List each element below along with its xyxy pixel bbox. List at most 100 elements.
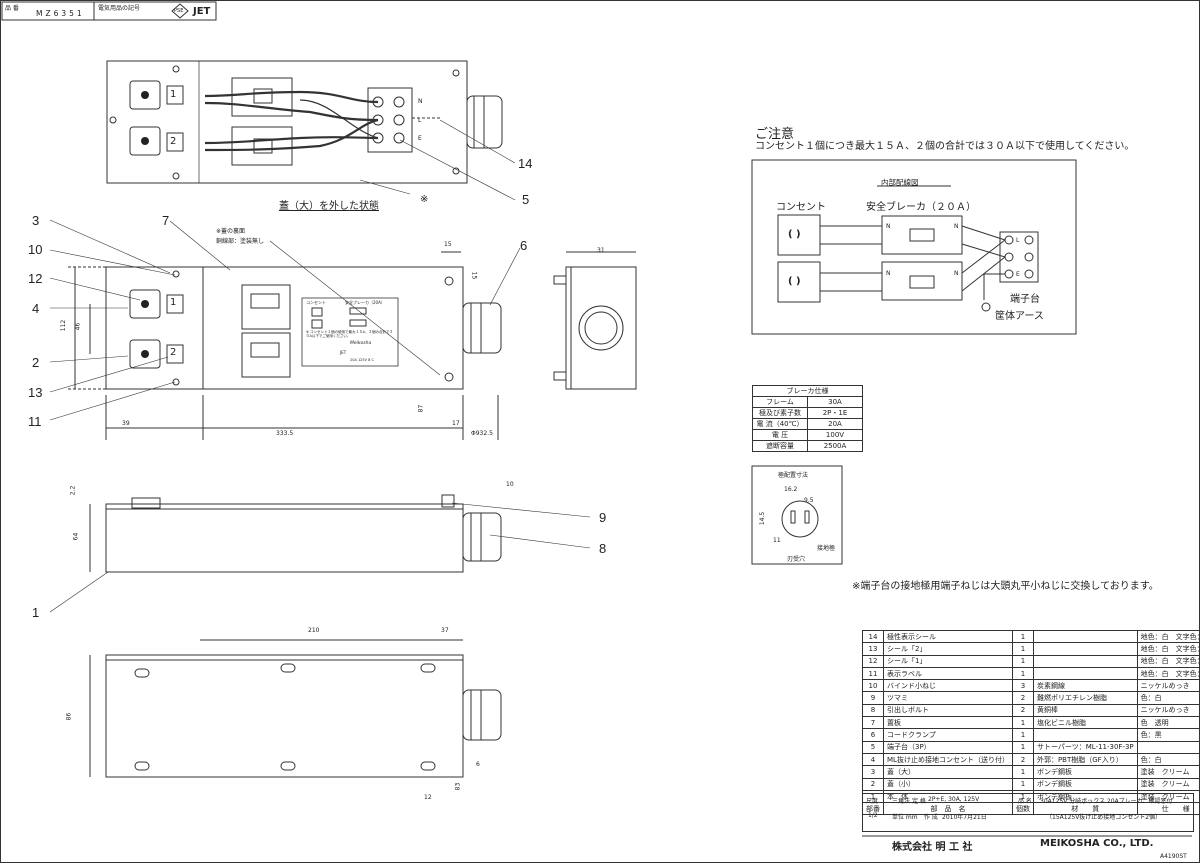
pin-dim-2: 14.5 [759, 511, 767, 526]
side-view [553, 251, 637, 390]
parts-cell-name: シール「1」 [883, 654, 1013, 668]
wiring-title: 内部配線図 [881, 178, 919, 187]
callout-10: 10 [28, 242, 43, 257]
parts-cell-mat: ボンデ鋼板 [1032, 765, 1138, 779]
spec-current-label: 電 流（40℃） [752, 418, 808, 430]
parts-cell-name: シール「2」 [883, 642, 1013, 656]
top-view-caption: 蓋（大）を外した状態 [279, 201, 379, 212]
company-name-en: MEIKOSHA CO., LTD. [1040, 838, 1154, 849]
parts-cell-qty: 1 [1011, 654, 1034, 668]
parts-cell-name: コードクランプ [883, 728, 1013, 742]
parts-cell-qty: 1 [1011, 666, 1034, 681]
front-outlet-label-2: 2 [170, 347, 177, 358]
scale-value: 1/2 [868, 812, 878, 819]
parts-header-no: 部番 [862, 802, 884, 816]
rating-value: 2P+E, 30A, 125V [928, 796, 980, 803]
parts-cell-finish: 地色：白 文字色：黒 [1136, 642, 1200, 656]
spec-frame-label: フレーム [752, 396, 808, 408]
wiring-outlet-glyph-1: ( ) [788, 229, 801, 240]
parts-cell-qty: 2 [1011, 752, 1034, 767]
parts-cell-finish: 塗装 クリーム [1136, 777, 1200, 791]
parts-cell-qty: 1 [1011, 740, 1034, 754]
document-number: A4190ST [1160, 853, 1187, 860]
callout-7: 7 [162, 213, 170, 228]
front-outlet-label-1: 1 [170, 297, 177, 308]
parts-cell-qty: 1 [1011, 629, 1034, 644]
dim-932-5: Φ932.5 [471, 430, 493, 437]
parts-cell-name: バインド小ねじ [883, 679, 1013, 693]
parts-cell-no: 14 [862, 629, 884, 644]
spec-poles-value: 2P・1E [807, 407, 863, 419]
parts-header-finish: 仕 様 [1136, 802, 1200, 816]
pin-outlet-face [781, 500, 819, 538]
parts-cell-no: 7 [862, 716, 884, 730]
wiring-n-3: N [954, 223, 959, 230]
parts-cell-name: 蓋（小） [883, 777, 1013, 791]
wiring-n-1: N [886, 223, 891, 230]
dim-2-2: 2.2 [69, 485, 77, 496]
parts-cell-no: 6 [862, 728, 884, 742]
title-block [862, 793, 1194, 832]
wiring-breaker-label: 安全ブレーカ（２０Ａ） [866, 202, 976, 213]
header-symbol-box [93, 1, 217, 21]
parts-cell-name: 置板 [883, 716, 1013, 730]
bottom-view [89, 639, 502, 778]
front-view [68, 251, 502, 440]
spec-capacity-label: 遮断容量 [752, 440, 808, 452]
parts-cell-mat [1032, 654, 1138, 668]
dim-15b: 15 [470, 271, 478, 280]
parts-cell-no: 13 [862, 642, 884, 656]
terminal-mark-n: N [418, 98, 423, 105]
parts-cell-finish: 地色：白 文字色：黒 [1136, 666, 1200, 681]
pin-note: 刃受穴 [787, 556, 806, 563]
caution-title: ご注意 [755, 127, 795, 142]
dim-15: 15 [444, 241, 452, 248]
callout-3: 3 [32, 213, 40, 228]
parts-header-row: 部番 部 品 名 個数 材 質 仕 様 摘 要 [862, 802, 1200, 816]
parts-cell-finish: ニッケルめっき [1136, 703, 1200, 718]
callout-4: 4 [32, 301, 40, 316]
spec-capacity-value: 2500A [807, 440, 863, 452]
parts-cell-finish: 色：黒 [1136, 728, 1200, 742]
callout-1: 1 [32, 605, 40, 620]
back-note-2: 銅線部：塗装無し [216, 238, 265, 245]
date-label: 作 成 [924, 814, 938, 821]
leader-lines [49, 119, 591, 613]
back-note-1: ※蓋の裏面 [216, 228, 246, 235]
parts-header-name: 部 品 名 [883, 802, 1013, 816]
terminal-mark-e: E [418, 135, 422, 142]
outlet-label-1: 1 [170, 89, 177, 100]
projection: 三角法 [892, 798, 911, 805]
spec-frame-value: 30A [807, 396, 863, 408]
company-name-jp: 株式会社 明 工 社 [892, 842, 973, 853]
name-label: 品 名 [1018, 798, 1032, 805]
label-panel-breaker: 安全ブレーカ（20A） [345, 300, 385, 305]
spec-poles-label: 極及び素子数 [752, 407, 808, 419]
callout-6: 6 [520, 238, 528, 253]
wiring-n-2: N [886, 270, 891, 277]
parts-cell-name: 表示ラベル [883, 666, 1013, 681]
wiring-ground-label: 筐体アース [995, 311, 1044, 322]
product-name-2: （15A125V抜け止め接地コンセント2個） [1046, 814, 1162, 821]
parts-cell-no: 4 [862, 752, 884, 767]
spec-current-value: 20A [807, 418, 863, 430]
parts-cell-no: 8 [862, 703, 884, 718]
parts-cell-qty: 3 [1011, 679, 1034, 693]
parts-cell-mat [1032, 629, 1138, 644]
pin-ground-label: 接地極 [817, 545, 836, 552]
dim-333-5: 333.5 [276, 430, 294, 437]
dim-83: 83 [454, 782, 462, 791]
parts-cell-mat: 塩化ビニル樹脂 [1032, 716, 1138, 730]
wiring-n-4: N [954, 270, 959, 277]
parts-cell-no: 12 [862, 654, 884, 668]
elec-symbol-label: 電気用品の記号 [98, 5, 141, 12]
asterisk-mark: ※ [420, 194, 429, 205]
